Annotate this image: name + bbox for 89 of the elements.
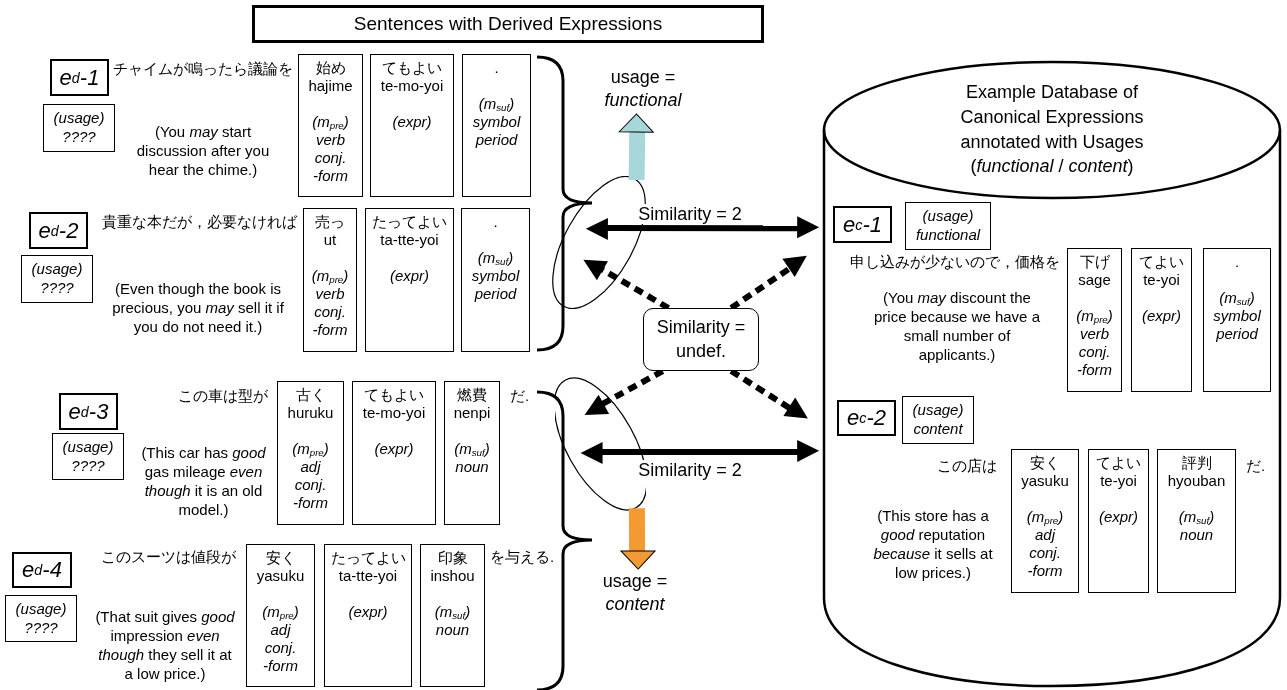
morpheme-box: [1088, 449, 1149, 593]
morpheme-annotation: (expr): [1140, 307, 1183, 325]
morpheme-word: てよい te-yoi: [1138, 253, 1185, 289]
morpheme-word: 燃費 nenpi: [452, 386, 492, 422]
morpheme-annotation: (m$_{suf}$) symbol period: [471, 95, 522, 149]
morpheme-box: [365, 208, 454, 352]
usage-label: usage = functional: [588, 66, 698, 113]
japanese-text: を与える.: [490, 547, 556, 567]
usage-tag-box: (usage) ????: [21, 255, 93, 303]
usage-tag-box: (usage) ????: [5, 595, 77, 642]
japanese-text: だ.: [1246, 456, 1267, 476]
dashed-arrow: [584, 368, 665, 415]
morpheme-box: [444, 381, 500, 525]
morpheme-word: 始め hajime: [307, 59, 354, 95]
database-title: Example Database of Canonical Expressions annotated with Usages (functional / content): [959, 81, 1145, 179]
morpheme-box: [1203, 248, 1271, 392]
usage-tag-box: (usage) ????: [43, 104, 115, 152]
japanese-text: 申し込みが少ないので，価格を: [849, 252, 1060, 272]
morpheme-box: [370, 54, 454, 197]
japanese-text: チャイムが鳴ったら議論を: [113, 59, 293, 79]
morpheme-box: [303, 208, 357, 352]
morpheme-box: [324, 544, 412, 687]
morpheme-word: たってよい ta-tte-yoi: [329, 549, 407, 585]
database-cylinder: [822, 60, 1282, 688]
translation-text: (This car has good gas mileage even though it is an old model.): [140, 443, 267, 520]
usage-tag-box: (usage) content: [902, 396, 974, 444]
morpheme-box: [1131, 248, 1192, 392]
morpheme-annotation: (m$_{suf}$) symbol period: [470, 249, 521, 303]
morpheme-word: 売っ ut: [314, 213, 346, 249]
morpheme-box: [1011, 449, 1079, 593]
morpheme-annotation: (m$_{pre}$) adj conj. -form: [291, 440, 330, 512]
japanese-text: だ.: [510, 386, 531, 406]
morpheme-word: てよい te-yoi: [1095, 454, 1142, 490]
morpheme-box: [246, 544, 315, 687]
morpheme-word: 下げ sage: [1077, 253, 1112, 289]
morpheme-annotation: (m$_{suf}$) noun: [433, 603, 472, 639]
morpheme-box: [352, 381, 436, 525]
morpheme-box: [277, 381, 344, 525]
morpheme-annotation: (expr): [1097, 508, 1140, 526]
morpheme-annotation: (m$_{suf}$) noun: [1177, 508, 1216, 544]
usage-label: usage = content: [580, 570, 690, 617]
morpheme-word: てもよい te-mo-yoi: [361, 386, 427, 422]
dashed-arrow: [729, 255, 807, 311]
dashed-arrow: [729, 368, 808, 419]
block-arrow: [620, 508, 656, 570]
morpheme-box: [1067, 248, 1122, 392]
morpheme-box: [1157, 449, 1236, 593]
double-arrow: [580, 439, 820, 464]
morpheme-word: 評判 hyouban: [1166, 454, 1227, 490]
translation-text: (You may start discussion after you hear the chime.): [135, 122, 271, 180]
similarity-box: Similarity = undef.: [643, 308, 759, 371]
morpheme-box: [462, 54, 531, 197]
double-arrow: [585, 216, 820, 240]
morpheme-annotation: (m$_{pre}$) verb conj. -form: [311, 113, 350, 185]
morpheme-annotation: (m$_{suf}$) symbol period: [1212, 289, 1262, 343]
morpheme-word: 古く huruku: [286, 386, 335, 422]
usage-tag-box: (usage) ????: [52, 433, 124, 480]
morpheme-word: .: [1233, 253, 1241, 271]
morpheme-annotation: (m$_{pre}$) adj conj. -form: [261, 603, 300, 675]
dashed-arrow: [583, 259, 671, 311]
title-box: Sentences with Derived Expressions: [252, 5, 764, 43]
translation-text: (That suit gives good impression even though they sell it at a low price.): [95, 607, 235, 684]
translation-text: (You may discount the price because we have a small number of applicants.): [873, 288, 1041, 365]
morpheme-word: .: [492, 213, 499, 231]
morpheme-annotation: (m$_{pre}$) verb conj. -form: [1075, 307, 1114, 379]
morpheme-box: [298, 54, 363, 197]
morpheme-annotation: (expr): [388, 267, 431, 285]
morpheme-word: 印象 inshou: [429, 549, 476, 585]
morpheme-box: [420, 544, 485, 687]
japanese-text: このスーツは値段が: [100, 547, 236, 567]
japanese-text: この車は型が: [177, 386, 268, 406]
morpheme-annotation: (expr): [347, 603, 389, 621]
morpheme-word: 安く yasuku: [255, 549, 306, 585]
block-arrow: [618, 113, 654, 181]
translation-text: (This store has a good reputation because it sells at low prices.): [872, 506, 994, 583]
morpheme-annotation: (expr): [391, 113, 433, 131]
translation-text: (Even though the book is precious, you may sell it if you do not need it.): [111, 279, 285, 337]
morpheme-word: たってよい ta-tte-yoi: [371, 213, 448, 249]
morpheme-annotation: (m$_{pre}$) adj conj. -form: [1025, 508, 1065, 580]
morpheme-annotation: (expr): [373, 440, 415, 458]
morpheme-word: 安く yasuku: [1020, 454, 1070, 490]
usage-tag-box: (usage) functional: [905, 202, 991, 250]
morpheme-box: [461, 208, 530, 352]
morpheme-annotation: (m$_{suf}$) noun: [453, 440, 491, 476]
morpheme-annotation: (m$_{pre}$) verb conj. -form: [310, 267, 350, 339]
japanese-text: この店は: [936, 456, 997, 476]
morpheme-word: てもよい te-mo-yoi: [379, 59, 445, 95]
morpheme-word: .: [493, 59, 500, 77]
japanese-text: 貴重な本だが，必要なければ: [101, 212, 297, 232]
